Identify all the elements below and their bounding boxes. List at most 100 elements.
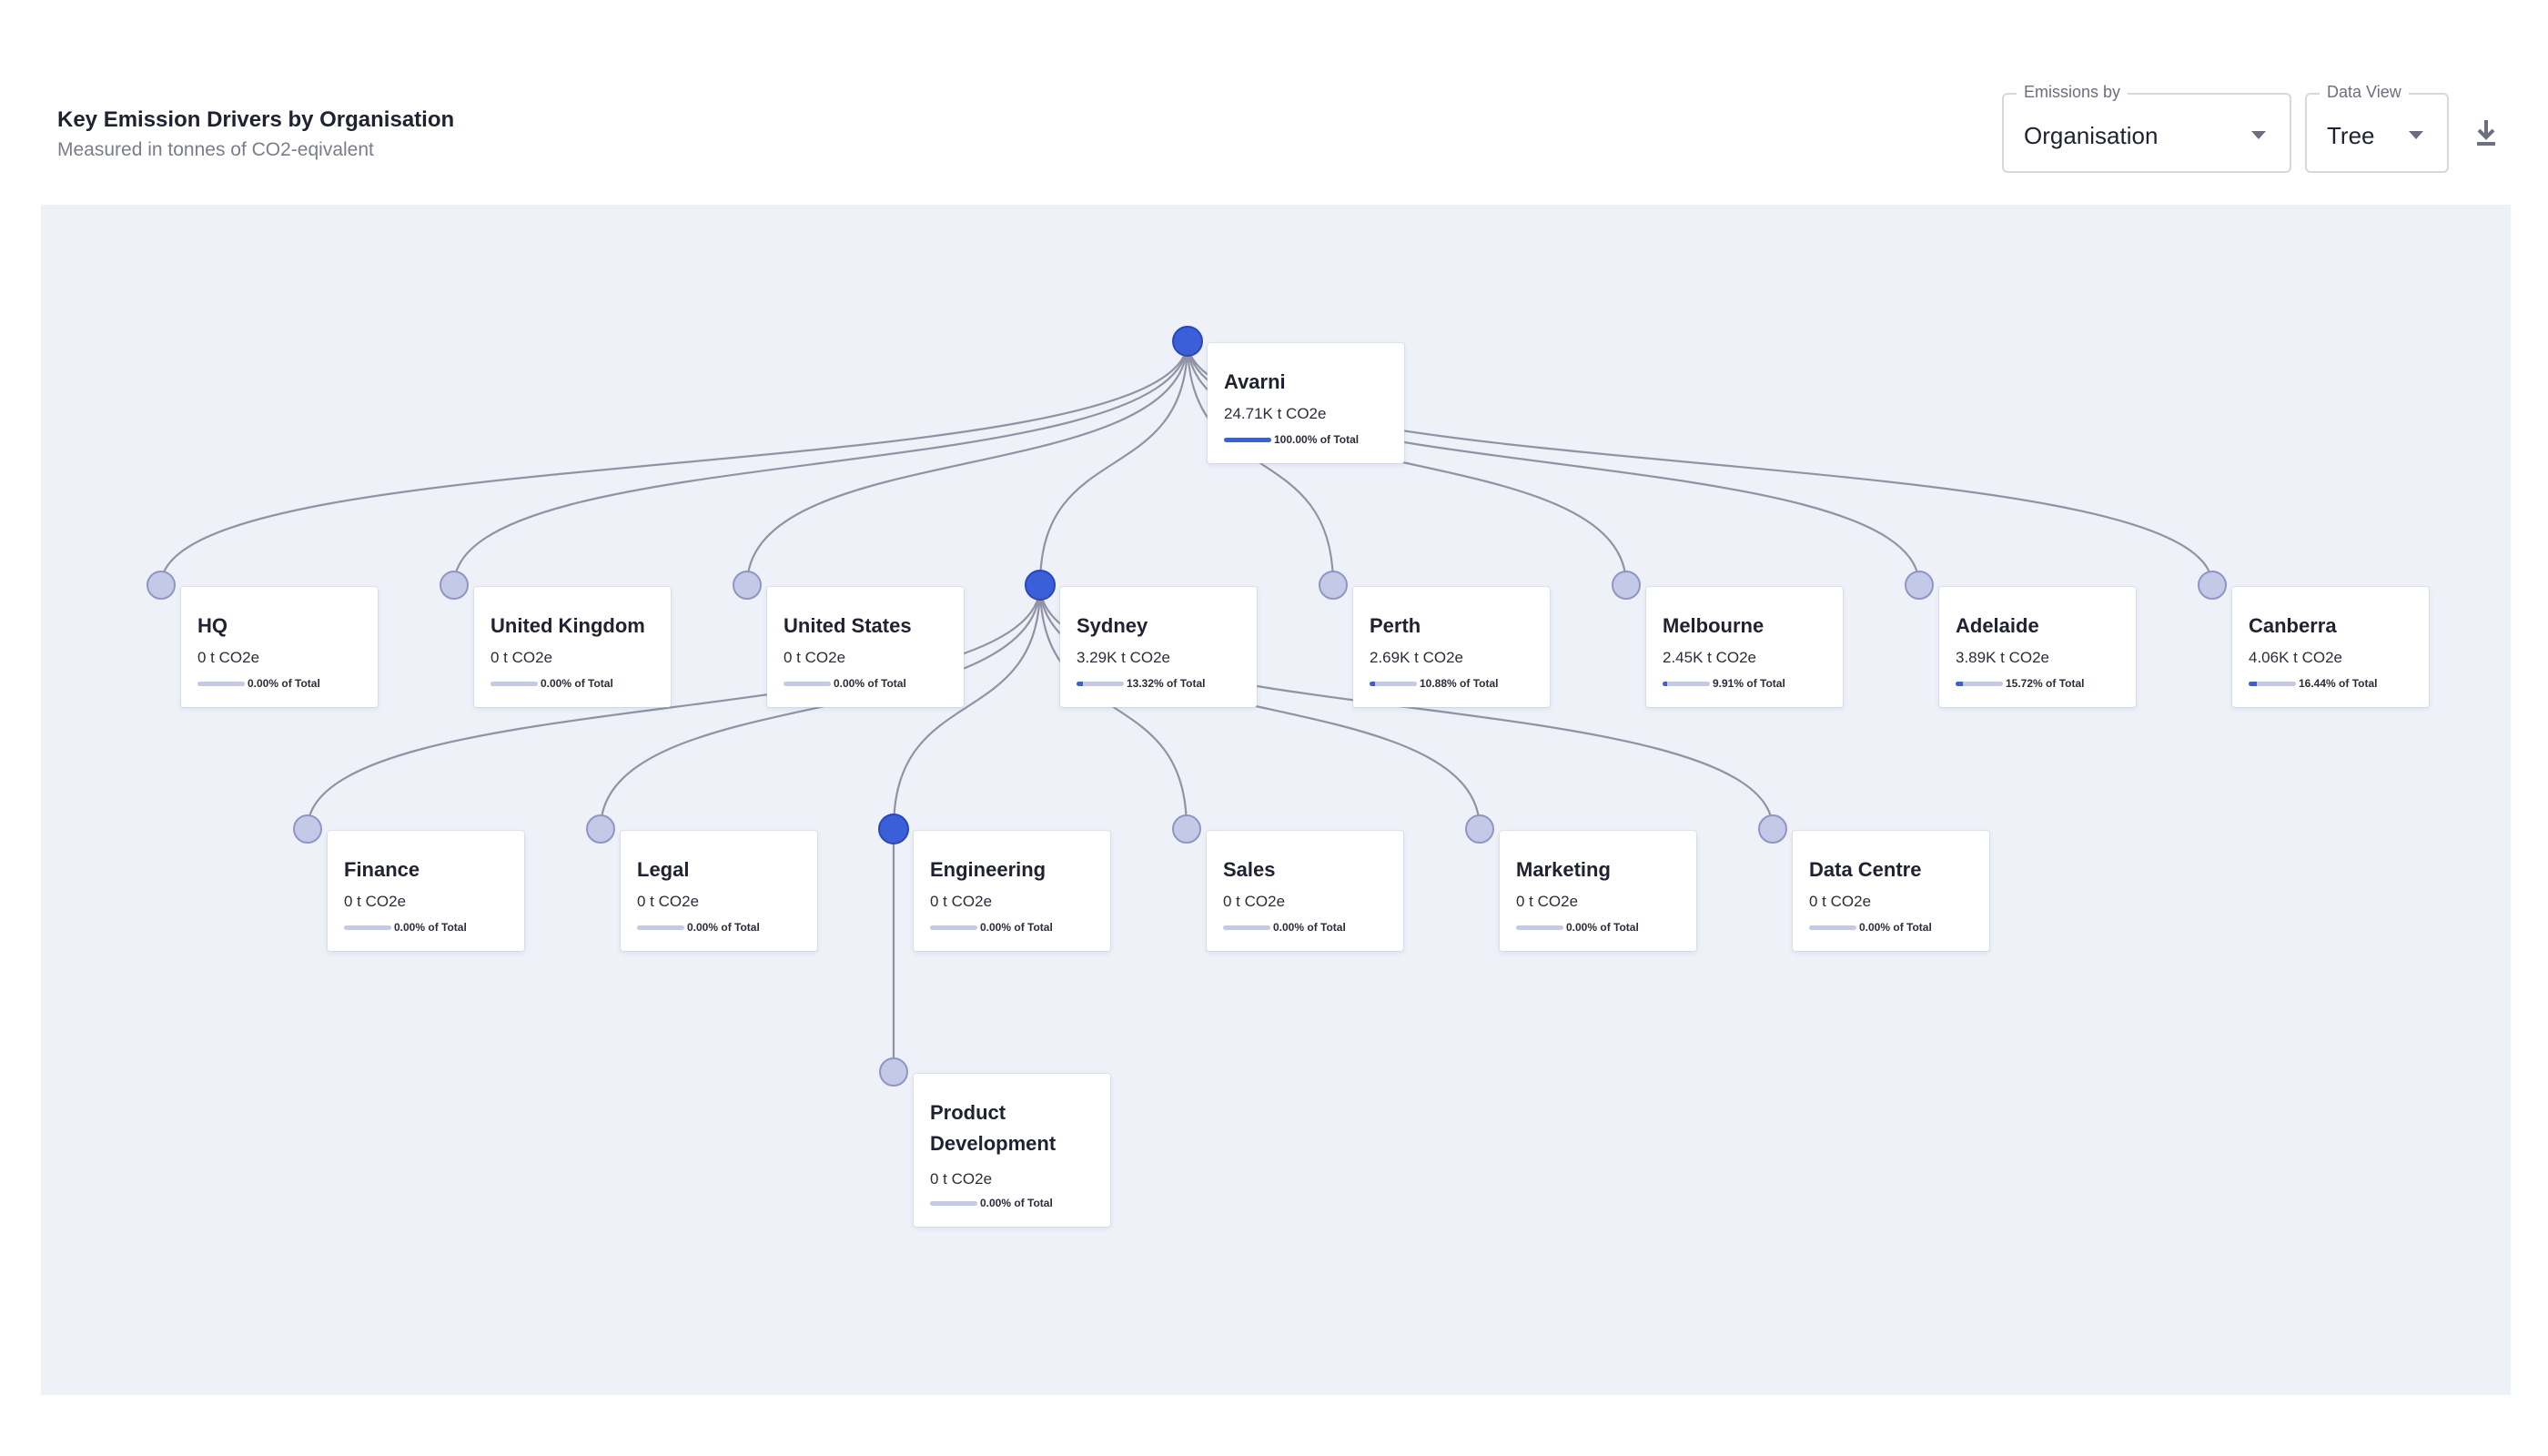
node-name: Canberra <box>2249 614 2337 637</box>
tree-node-card-canberra[interactable]: Canberra 4.06K t CO2e 16.44% of Total <box>2232 587 2429 707</box>
tree-node-card-sydney[interactable]: Sydney 3.29K t CO2e 13.32% of Total <box>1060 587 1257 707</box>
node-value: 0 t CO2e <box>784 649 846 666</box>
node-share-label: 0.00% of Total <box>687 921 760 934</box>
tree-node-dot-melbourne[interactable] <box>1612 571 1641 600</box>
node-value: 4.06K t CO2e <box>2249 649 2343 666</box>
data-view-value: Tree <box>2327 122 2375 149</box>
node-value: 2.45K t CO2e <box>1663 649 1757 666</box>
node-share-bar <box>637 925 684 930</box>
tree-node-card-us[interactable]: United States 0 t CO2e 0.00% of Total <box>767 587 964 707</box>
node-name: Sales <box>1223 858 1276 881</box>
node-value: 3.89K t CO2e <box>1956 649 2050 666</box>
data-view-select[interactable]: Data View Tree <box>2305 83 2449 173</box>
node-name: Legal <box>637 858 690 881</box>
tree-link <box>1038 340 1189 586</box>
node-name: Engineering <box>930 858 1046 881</box>
node-share-bar <box>2249 682 2296 686</box>
tree-node-dot-perth[interactable] <box>1319 571 1348 600</box>
tree-node-dot-us[interactable] <box>733 571 762 600</box>
node-value: 0 t CO2e <box>344 893 407 910</box>
node-share-fill <box>1370 682 1375 686</box>
node-share-label: 10.88% of Total <box>1420 677 1499 690</box>
tree-node-card-finance[interactable]: Finance 0 t CO2e 0.00% of Total <box>328 831 524 951</box>
tree-link <box>1186 340 1335 586</box>
node-share-bar <box>1956 682 2003 686</box>
node-share-label: 0.00% of Total <box>1859 921 1932 934</box>
node-value: 0 t CO2e <box>1809 893 1872 910</box>
node-value: 0 t CO2e <box>1223 893 1286 910</box>
page-title: Key Emission Drivers by Organisation <box>57 107 455 132</box>
node-name: Adelaide <box>1956 614 2039 637</box>
node-share-bar <box>1516 925 1563 930</box>
node-share-label: 13.32% of Total <box>1127 677 1206 690</box>
node-share-bar <box>1370 682 1417 686</box>
node-name: Finance <box>344 858 420 881</box>
node-share-bar <box>1809 925 1856 930</box>
node-share-bar <box>1224 438 1271 442</box>
tree-node-dot-avarni[interactable] <box>1172 326 1203 357</box>
node-share-label: 16.44% of Total <box>2299 677 2378 690</box>
tree-node-dot-datacentre[interactable] <box>1758 814 1787 844</box>
emissions-by-label: Emissions by <box>2017 83 2128 102</box>
node-name: HQ <box>197 614 228 637</box>
node-share-bar <box>344 925 391 930</box>
node-share-bar <box>784 682 831 686</box>
tree-link <box>1038 584 1188 830</box>
node-value: 0 t CO2e <box>930 1170 993 1188</box>
node-share-bar <box>1077 682 1124 686</box>
tree-node-dot-uk[interactable] <box>440 571 469 600</box>
tree-link <box>452 340 1189 586</box>
tree-node-card-productdev[interactable]: Product Development 0 t CO2e 0.00% of Tota… <box>914 1074 1110 1227</box>
tree-node-dot-legal[interactable] <box>586 814 615 844</box>
node-share-bar <box>930 1201 977 1206</box>
node-value: 2.69K t CO2e <box>1370 649 1464 666</box>
tree-node-dot-engineering[interactable] <box>878 814 909 844</box>
tree-node-dot-sales[interactable] <box>1172 814 1201 844</box>
node-share-label: 0.00% of Total <box>834 677 906 690</box>
node-share-label: 0.00% of Total <box>394 921 467 934</box>
node-share-label: 0.00% of Total <box>541 677 613 690</box>
node-name: United States <box>784 614 912 637</box>
download-icon <box>2477 120 2495 146</box>
tree-node-dot-hq[interactable] <box>147 571 176 600</box>
tree-node-dot-finance[interactable] <box>293 814 322 844</box>
node-name: United Kingdom <box>490 614 645 637</box>
data-view-label: Data View <box>2320 83 2409 102</box>
node-share-label: 0.00% of Total <box>1566 921 1639 934</box>
tree-node-card-adelaide[interactable]: Adelaide 3.89K t CO2e 15.72% of Total <box>1939 587 2136 707</box>
download-button[interactable] <box>2468 115 2504 151</box>
node-name: Melbourne <box>1663 614 1764 637</box>
tree-node-dot-adelaide[interactable] <box>1905 571 1934 600</box>
node-share-label: 15.72% of Total <box>2006 677 2085 690</box>
node-share-bar <box>490 682 538 686</box>
tree-node-dot-marketing[interactable] <box>1465 814 1494 844</box>
node-value: 0 t CO2e <box>930 893 993 910</box>
node-name: Product Development <box>930 1101 1057 1155</box>
tree-node-dot-productdev[interactable] <box>879 1057 908 1087</box>
node-value: 3.29K t CO2e <box>1077 649 1171 666</box>
tree-node-dot-sydney[interactable] <box>1025 570 1056 601</box>
page-subtitle: Measured in tonnes of CO2-eqivalent <box>57 139 374 160</box>
node-name: Sydney <box>1077 614 1148 637</box>
tree-node-dot-canberra[interactable] <box>2198 571 2227 600</box>
chevron-down-icon <box>2409 131 2423 139</box>
tree-link <box>745 340 1189 586</box>
node-share-fill <box>1956 682 1964 686</box>
emissions-by-select[interactable]: Emissions by Organisation <box>2002 83 2291 173</box>
node-value: 0 t CO2e <box>197 649 260 666</box>
tree-node-card-engineering[interactable]: Engineering 0 t CO2e 0.00% of Total <box>914 831 1110 951</box>
tree-link <box>892 584 1042 830</box>
node-share-label: 0.00% of Total <box>980 921 1053 934</box>
node-share-label: 0.00% of Total <box>980 1197 1053 1209</box>
node-value: 0 t CO2e <box>1516 893 1579 910</box>
